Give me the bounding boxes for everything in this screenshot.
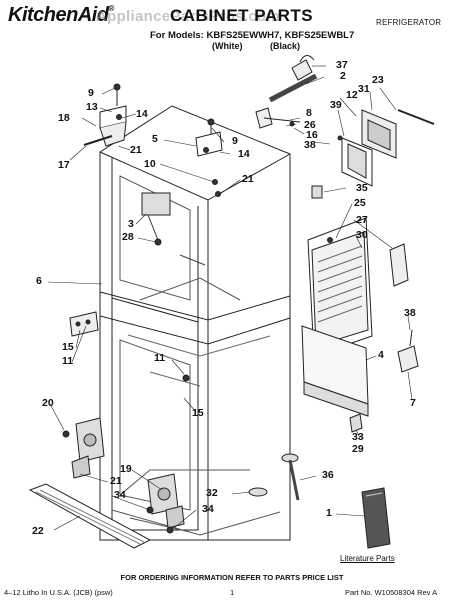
callout-31: 31 — [358, 83, 370, 95]
callout-32: 32 — [206, 487, 218, 499]
print-info: 4–12 Litho In U.S.A. (JCB) (psw) — [4, 588, 113, 597]
callout-15: 15 — [62, 341, 74, 353]
callout-37: 37 — [336, 59, 348, 71]
callout-21b: 21 — [242, 173, 254, 185]
middle-hinge — [69, 311, 99, 337]
watermark: AppliancePartsPros.com — [96, 8, 281, 25]
callout-21c: 21 — [110, 475, 122, 487]
callout-20: 20 — [42, 397, 54, 409]
literature-booklet — [361, 487, 391, 549]
top-hinge-center — [195, 131, 223, 157]
callout-12: 12 — [346, 89, 358, 101]
callout-27: 27 — [356, 214, 368, 226]
callout-8: 8 — [306, 107, 312, 119]
clip-part — [311, 185, 323, 199]
callout-30: 30 — [356, 229, 368, 241]
callout-15b: 15 — [192, 407, 204, 419]
callout-36: 36 — [322, 469, 334, 481]
callout-18: 18 — [58, 112, 70, 124]
callout-14: 14 — [136, 108, 148, 120]
water-tube — [268, 73, 318, 103]
callout-9: 9 — [88, 87, 94, 99]
callout-14b: 14 — [238, 148, 250, 160]
page-title: CABINET PARTS — [170, 6, 314, 25]
callout-6: 6 — [36, 275, 42, 287]
model-numbers: For Models: KBFS25EWWH7, KBFS25EWBL7 — [150, 30, 355, 41]
cabinet-top-edge — [99, 151, 291, 201]
callout-28: 28 — [122, 231, 134, 243]
callout-22: 22 — [32, 525, 44, 537]
callout-3: 3 — [128, 218, 134, 230]
callout-29: 29 — [352, 443, 364, 455]
callout-23: 23 — [372, 74, 384, 86]
callout-4: 4 — [378, 349, 384, 361]
small-clip — [349, 413, 363, 433]
variant-white: (White) — [212, 41, 243, 51]
callout-10: 10 — [144, 158, 156, 170]
callout-25: 25 — [354, 197, 366, 209]
callout-11b: 11 — [154, 352, 166, 364]
document-part-number: Part No. W10508304 Rev A — [345, 588, 438, 597]
page-number: 1 — [230, 588, 235, 597]
appliance-category: REFRIGERATOR — [376, 18, 442, 27]
callout-34: 34 — [114, 489, 126, 501]
callout-16: 16 — [306, 129, 318, 141]
callout-1: 1 — [326, 507, 332, 519]
callout-7: 7 — [410, 397, 416, 409]
brand-logo: KitchenAid® — [8, 4, 115, 26]
callout-2: 2 — [340, 70, 346, 82]
cabinet-inner-front — [111, 158, 199, 531]
callout-19: 19 — [120, 463, 132, 475]
callout-21: 21 — [130, 144, 142, 156]
callout-38: 38 — [304, 139, 316, 151]
callout-33: 33 — [352, 431, 364, 443]
callout-9b: 9 — [232, 135, 238, 147]
callout-39: 39 — [330, 99, 342, 111]
literature-parts-label: Literature Parts — [340, 554, 395, 563]
callout-17: 17 — [58, 159, 70, 171]
disc-part — [248, 487, 268, 497]
callout-34b: 34 — [202, 503, 214, 515]
vent-bracket — [389, 243, 409, 287]
callout-13: 13 — [86, 101, 98, 113]
cabinet-outline — [99, 105, 291, 541]
divider-mullion — [99, 291, 291, 321]
door-stop — [397, 345, 419, 373]
callout-38b: 38 — [404, 307, 416, 319]
variant-black: (Black) — [270, 41, 301, 51]
callout-11: 11 — [62, 355, 74, 367]
registered-mark: ® — [108, 4, 115, 13]
callout-35: 35 — [356, 182, 368, 194]
ordering-note: FOR ORDERING INFORMATION REFER TO PARTS … — [120, 573, 344, 582]
callout-5: 5 — [152, 133, 158, 145]
control-housing — [141, 192, 171, 216]
callout-26: 26 — [304, 119, 316, 131]
